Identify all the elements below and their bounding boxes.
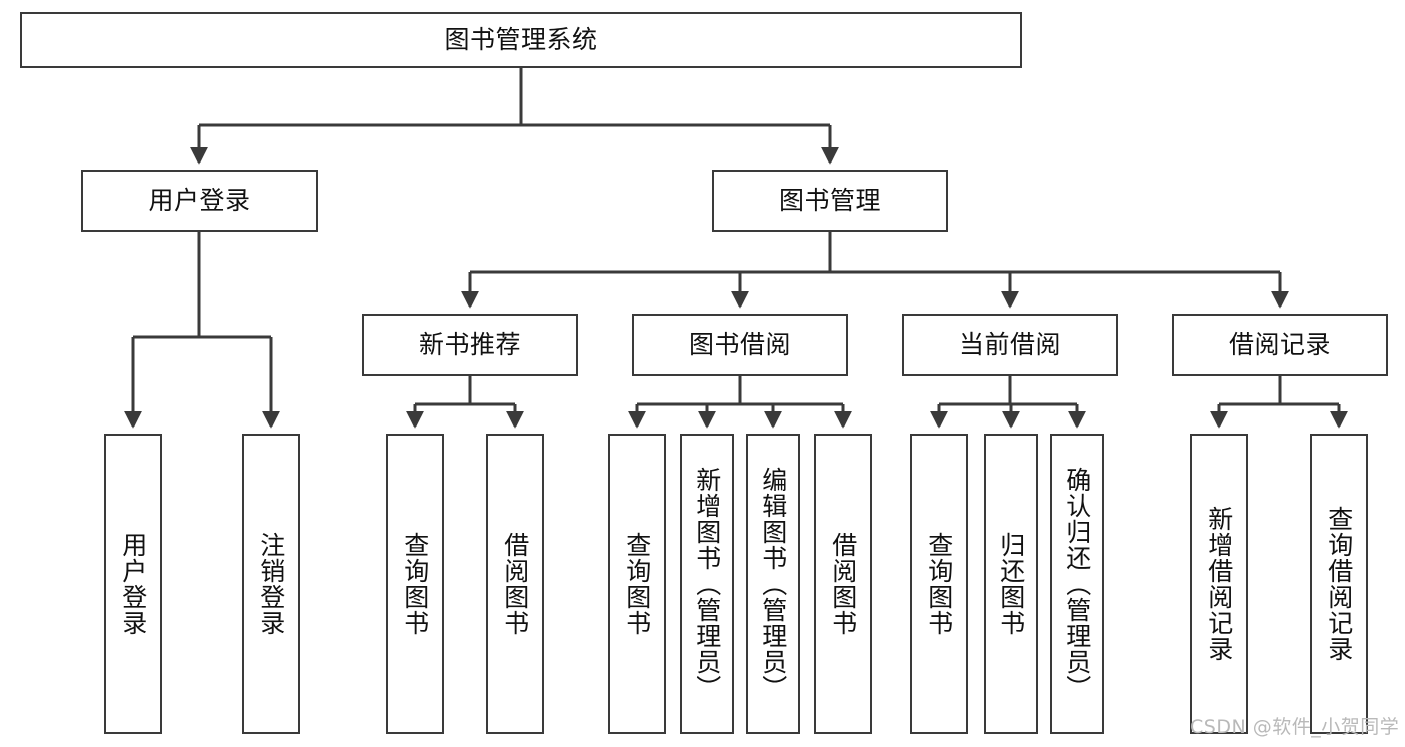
- node-root-system[interactable]: 图书管理系统: [20, 12, 1022, 68]
- node-leaf-add-record[interactable]: 新增借阅记录: [1190, 434, 1248, 734]
- node-leaf-borrow-book[interactable]: 借阅图书: [814, 434, 872, 734]
- csdn-watermark: CSDN @软件_小贺同学: [1190, 716, 1400, 738]
- node-label: 当前借阅: [958, 330, 1061, 360]
- node-label: 查询图书: [622, 532, 652, 636]
- node-label: 图书管理系统: [444, 25, 598, 55]
- node-leaf-query-record[interactable]: 查询借阅记录: [1310, 434, 1368, 734]
- node-label: 用户登录: [148, 186, 251, 216]
- node-leaf-borrow-book-rec[interactable]: 借阅图书: [486, 434, 544, 734]
- node-label: 借阅记录: [1228, 330, 1331, 360]
- node-label: 编辑图书（管理员）: [758, 467, 788, 701]
- node-label: 新书推荐: [418, 330, 521, 360]
- node-label: 新增图书（管理员）: [692, 467, 722, 701]
- node-current-borrow[interactable]: 当前借阅: [902, 314, 1118, 376]
- node-leaf-add-book[interactable]: 新增图书（管理员）: [680, 434, 734, 734]
- node-leaf-user-login[interactable]: 用户登录: [104, 434, 162, 734]
- node-label: 图书管理: [778, 186, 881, 216]
- node-leaf-query-book-bor[interactable]: 查询图书: [608, 434, 666, 734]
- node-label: 图书借阅: [688, 330, 791, 360]
- node-label: 注销登录: [256, 532, 286, 636]
- node-label: 用户登录: [118, 532, 148, 636]
- node-book-borrow[interactable]: 图书借阅: [632, 314, 848, 376]
- node-label: 归还图书: [996, 532, 1026, 636]
- node-label: 确认归还（管理员）: [1062, 467, 1092, 701]
- node-label: 借阅图书: [828, 532, 858, 636]
- node-label: 借阅图书: [500, 532, 530, 636]
- node-borrow-record[interactable]: 借阅记录: [1172, 314, 1388, 376]
- node-label: 查询借阅记录: [1324, 506, 1354, 662]
- node-book-manage[interactable]: 图书管理: [712, 170, 948, 232]
- node-label: 新增借阅记录: [1204, 506, 1234, 662]
- node-leaf-query-book-rec[interactable]: 查询图书: [386, 434, 444, 734]
- node-leaf-return-book[interactable]: 归还图书: [984, 434, 1038, 734]
- node-user-login[interactable]: 用户登录: [81, 170, 318, 232]
- node-leaf-confirm-return[interactable]: 确认归还（管理员）: [1050, 434, 1104, 734]
- node-leaf-edit-book[interactable]: 编辑图书（管理员）: [746, 434, 800, 734]
- node-label: 查询图书: [400, 532, 430, 636]
- node-label: 查询图书: [924, 532, 954, 636]
- node-new-book-rec[interactable]: 新书推荐: [362, 314, 578, 376]
- node-leaf-user-logout[interactable]: 注销登录: [242, 434, 300, 734]
- node-leaf-query-book-cur[interactable]: 查询图书: [910, 434, 968, 734]
